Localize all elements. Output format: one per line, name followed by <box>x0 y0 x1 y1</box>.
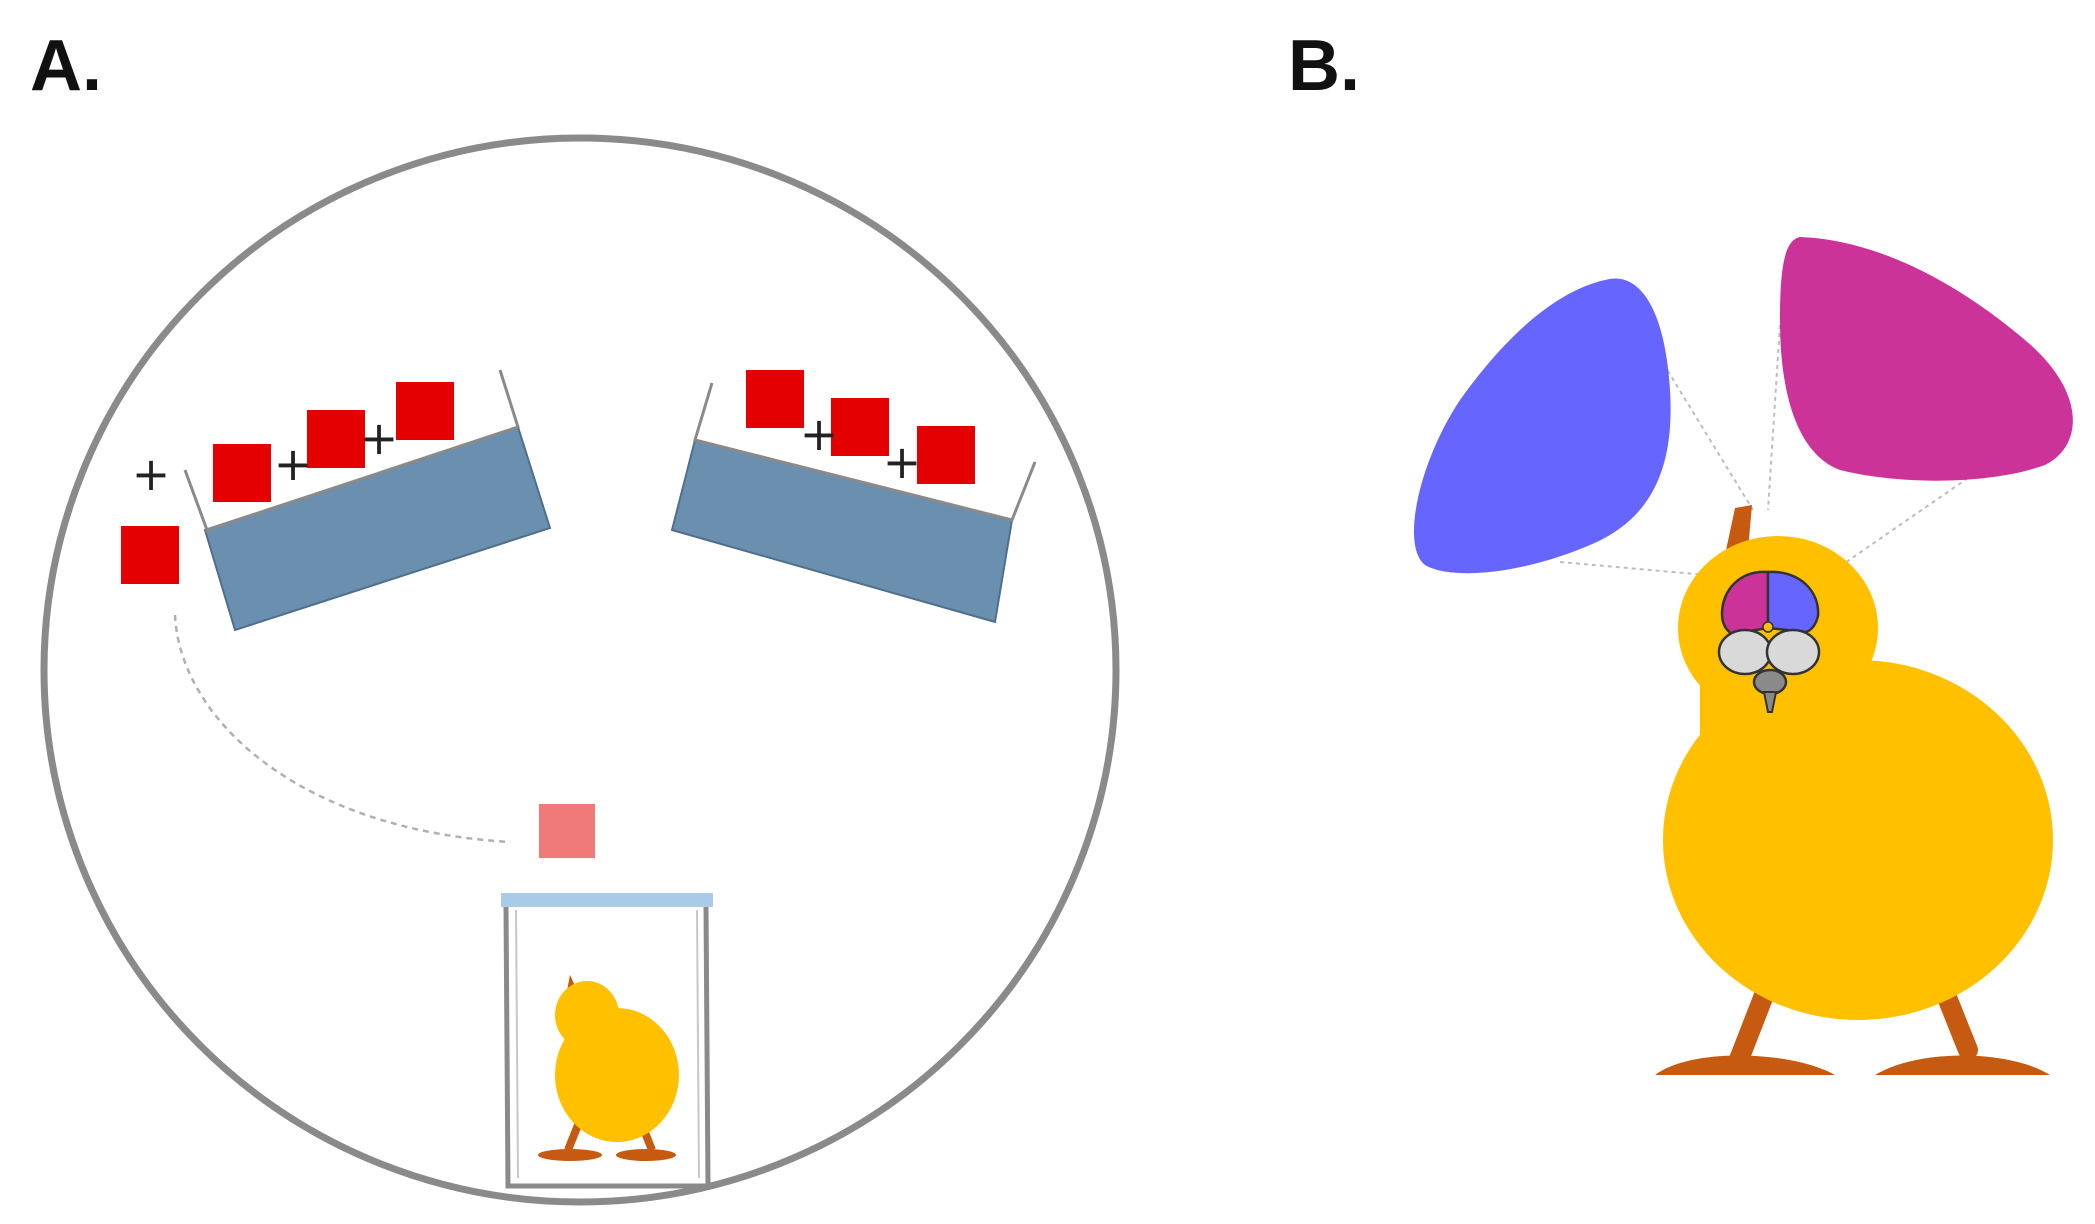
small-chick-foot-right <box>616 1149 676 1161</box>
brain-optic-lobe-right <box>1765 628 1821 676</box>
panel-label-a: A. <box>30 26 102 106</box>
stimulus-left-1 <box>213 444 271 502</box>
arena-outline <box>40 134 1120 1206</box>
plus-marker: + <box>883 435 922 489</box>
plus-marker: + <box>360 411 399 465</box>
brain-right-hemisphere <box>1766 570 1820 634</box>
stimulus-target <box>539 804 595 858</box>
right-screen-frame <box>693 382 1037 522</box>
trajectory-path <box>173 614 511 844</box>
panel-label-b: B. <box>1288 26 1360 106</box>
connector-lines <box>1559 324 1969 579</box>
right-screen <box>670 382 1037 624</box>
large-chick <box>1655 505 2053 1075</box>
arena-diagram: + + + + + <box>40 134 1120 1206</box>
stimulus-left-3 <box>396 382 454 440</box>
large-chick-leg-left <box>1728 975 1778 1072</box>
brain-optic-lobe-left <box>1717 628 1773 676</box>
brain-center-dot <box>1762 621 1774 633</box>
stimulus-left-2 <box>307 410 365 468</box>
small-chick <box>538 975 679 1161</box>
start-box <box>501 893 713 1189</box>
stimulus-right-1 <box>746 370 804 428</box>
left-screen <box>183 369 552 632</box>
stimulus-outer <box>121 526 179 584</box>
magenta-visual-field <box>1780 237 2073 481</box>
large-chick-foot-left <box>1655 1055 1835 1075</box>
blue-visual-field <box>1413 278 1671 574</box>
plus-marker: + <box>274 437 313 491</box>
brain-diagram <box>1413 237 2073 1075</box>
small-chick-foot-left <box>538 1149 602 1161</box>
small-chick-head <box>555 981 619 1049</box>
brain-stem <box>1762 691 1778 713</box>
plus-marker: + <box>132 447 171 501</box>
start-box-walls <box>503 906 711 1189</box>
plus-marker: + <box>800 407 839 461</box>
stimulus-right-2 <box>831 398 889 456</box>
start-box-door <box>501 893 713 907</box>
chick-brain <box>1717 570 1821 713</box>
left-screen-frame <box>183 369 520 532</box>
large-chick-foot-right <box>1875 1055 2050 1075</box>
start-box-walls-inner <box>515 909 519 1179</box>
start-box-walls-inner <box>696 909 700 1179</box>
stimulus-right-3 <box>917 426 975 484</box>
brain-cerebellum <box>1752 668 1788 696</box>
